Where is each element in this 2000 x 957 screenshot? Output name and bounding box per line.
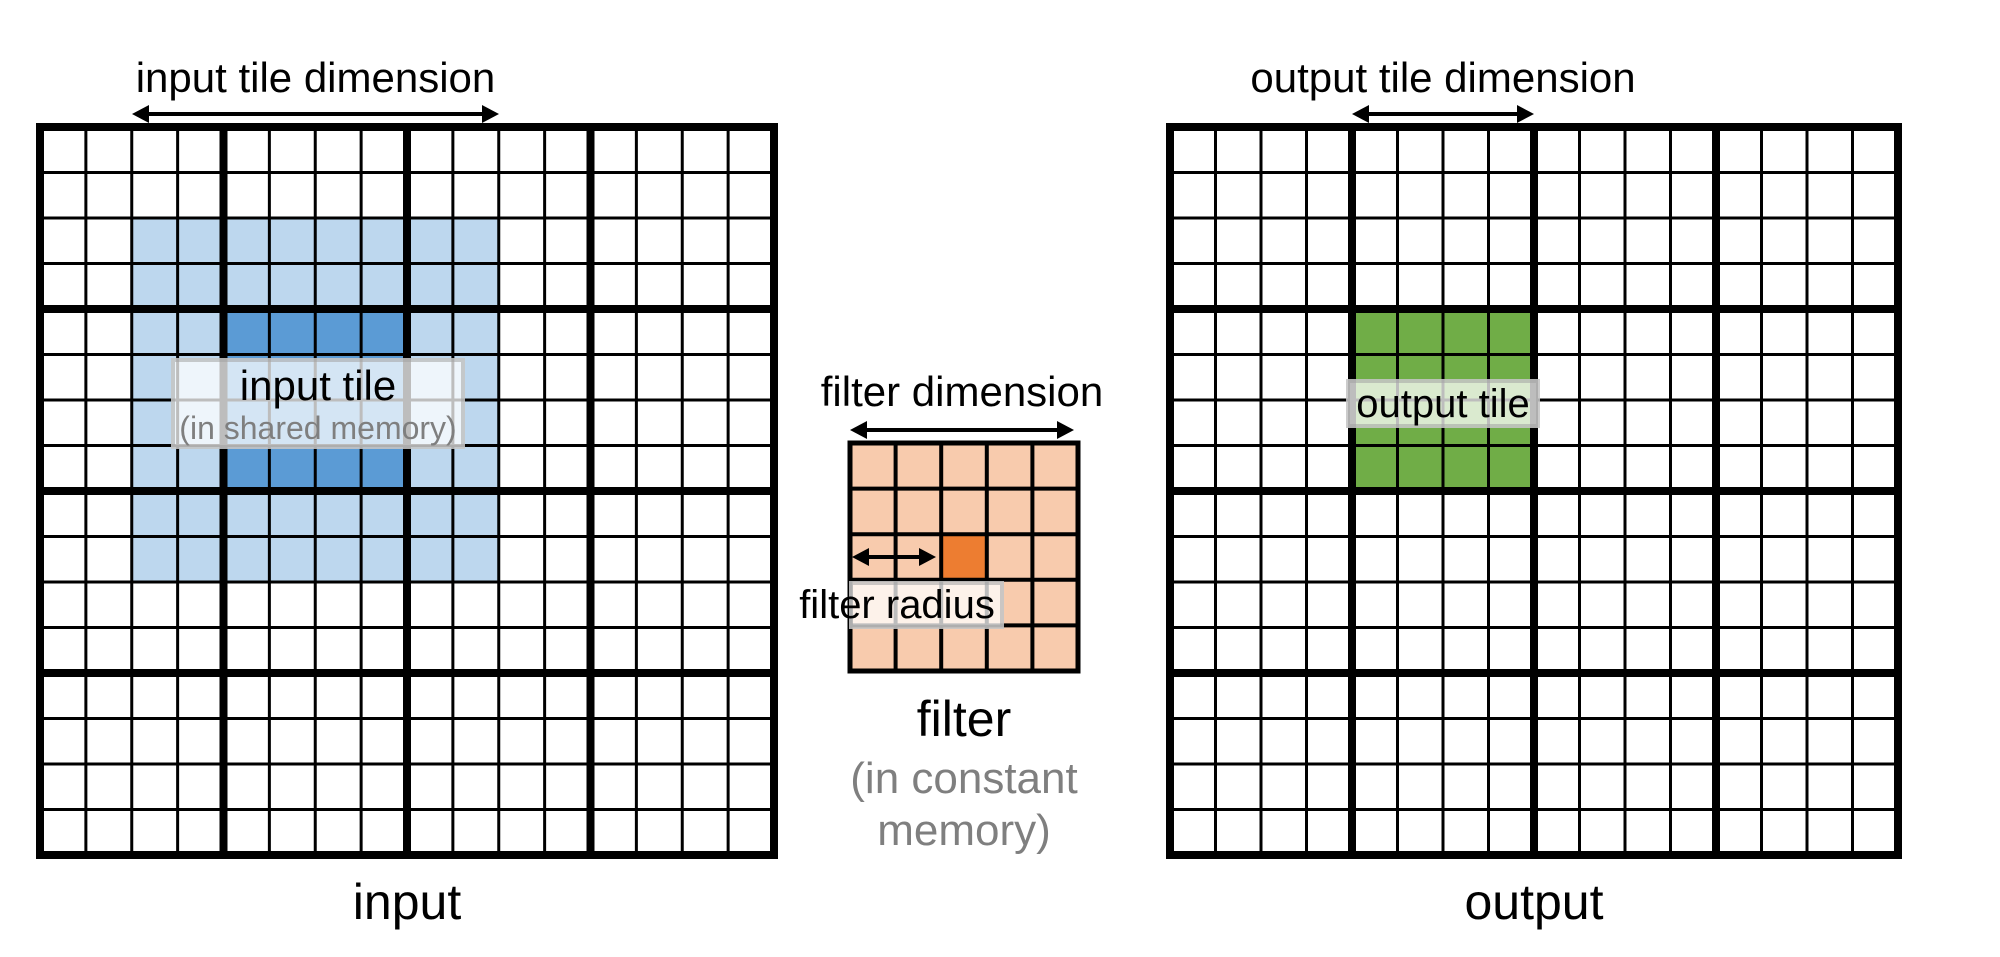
filter-memory-note-line2: memory) <box>877 806 1051 855</box>
filter-dimension-label: filter dimension <box>820 368 1104 415</box>
input-caption: input <box>352 874 462 930</box>
arrow-shaft <box>1360 112 1526 116</box>
input-tile-dimension-arrow <box>132 104 499 124</box>
filter-dimension-arrow <box>850 420 1074 440</box>
input-tile-dimension-label: input tile dimension <box>135 54 496 101</box>
arrow-shaft <box>140 112 491 116</box>
filter-center-cell <box>941 534 987 580</box>
input-tile-label-box: input tile (in shared memory) <box>171 358 465 449</box>
arrow-shaft <box>860 555 928 559</box>
input-grid <box>36 123 778 859</box>
arrow-shaft <box>858 428 1066 432</box>
output-tile-dimension-label: output tile dimension <box>1250 54 1636 101</box>
filter-memory-note: (in constant memory) <box>790 753 1138 857</box>
filter-radius-arrow <box>852 547 936 567</box>
output-caption: output <box>1464 874 1604 930</box>
filter-caption: filter <box>916 691 1012 747</box>
filter-memory-note-line1: (in constant <box>850 754 1078 803</box>
input-tile-label: input tile <box>239 361 397 409</box>
input-tile-sublabel: (in shared memory) <box>179 409 457 446</box>
output-grid <box>1166 123 1902 859</box>
output-tile-label-box: output tile <box>1346 379 1540 428</box>
filter-radius-label: filter radius <box>799 583 995 627</box>
output-tile-label: output tile <box>1356 381 1530 426</box>
output-tile-dimension-arrow <box>1352 104 1534 124</box>
filter-radius-label-bg <box>849 581 1004 629</box>
